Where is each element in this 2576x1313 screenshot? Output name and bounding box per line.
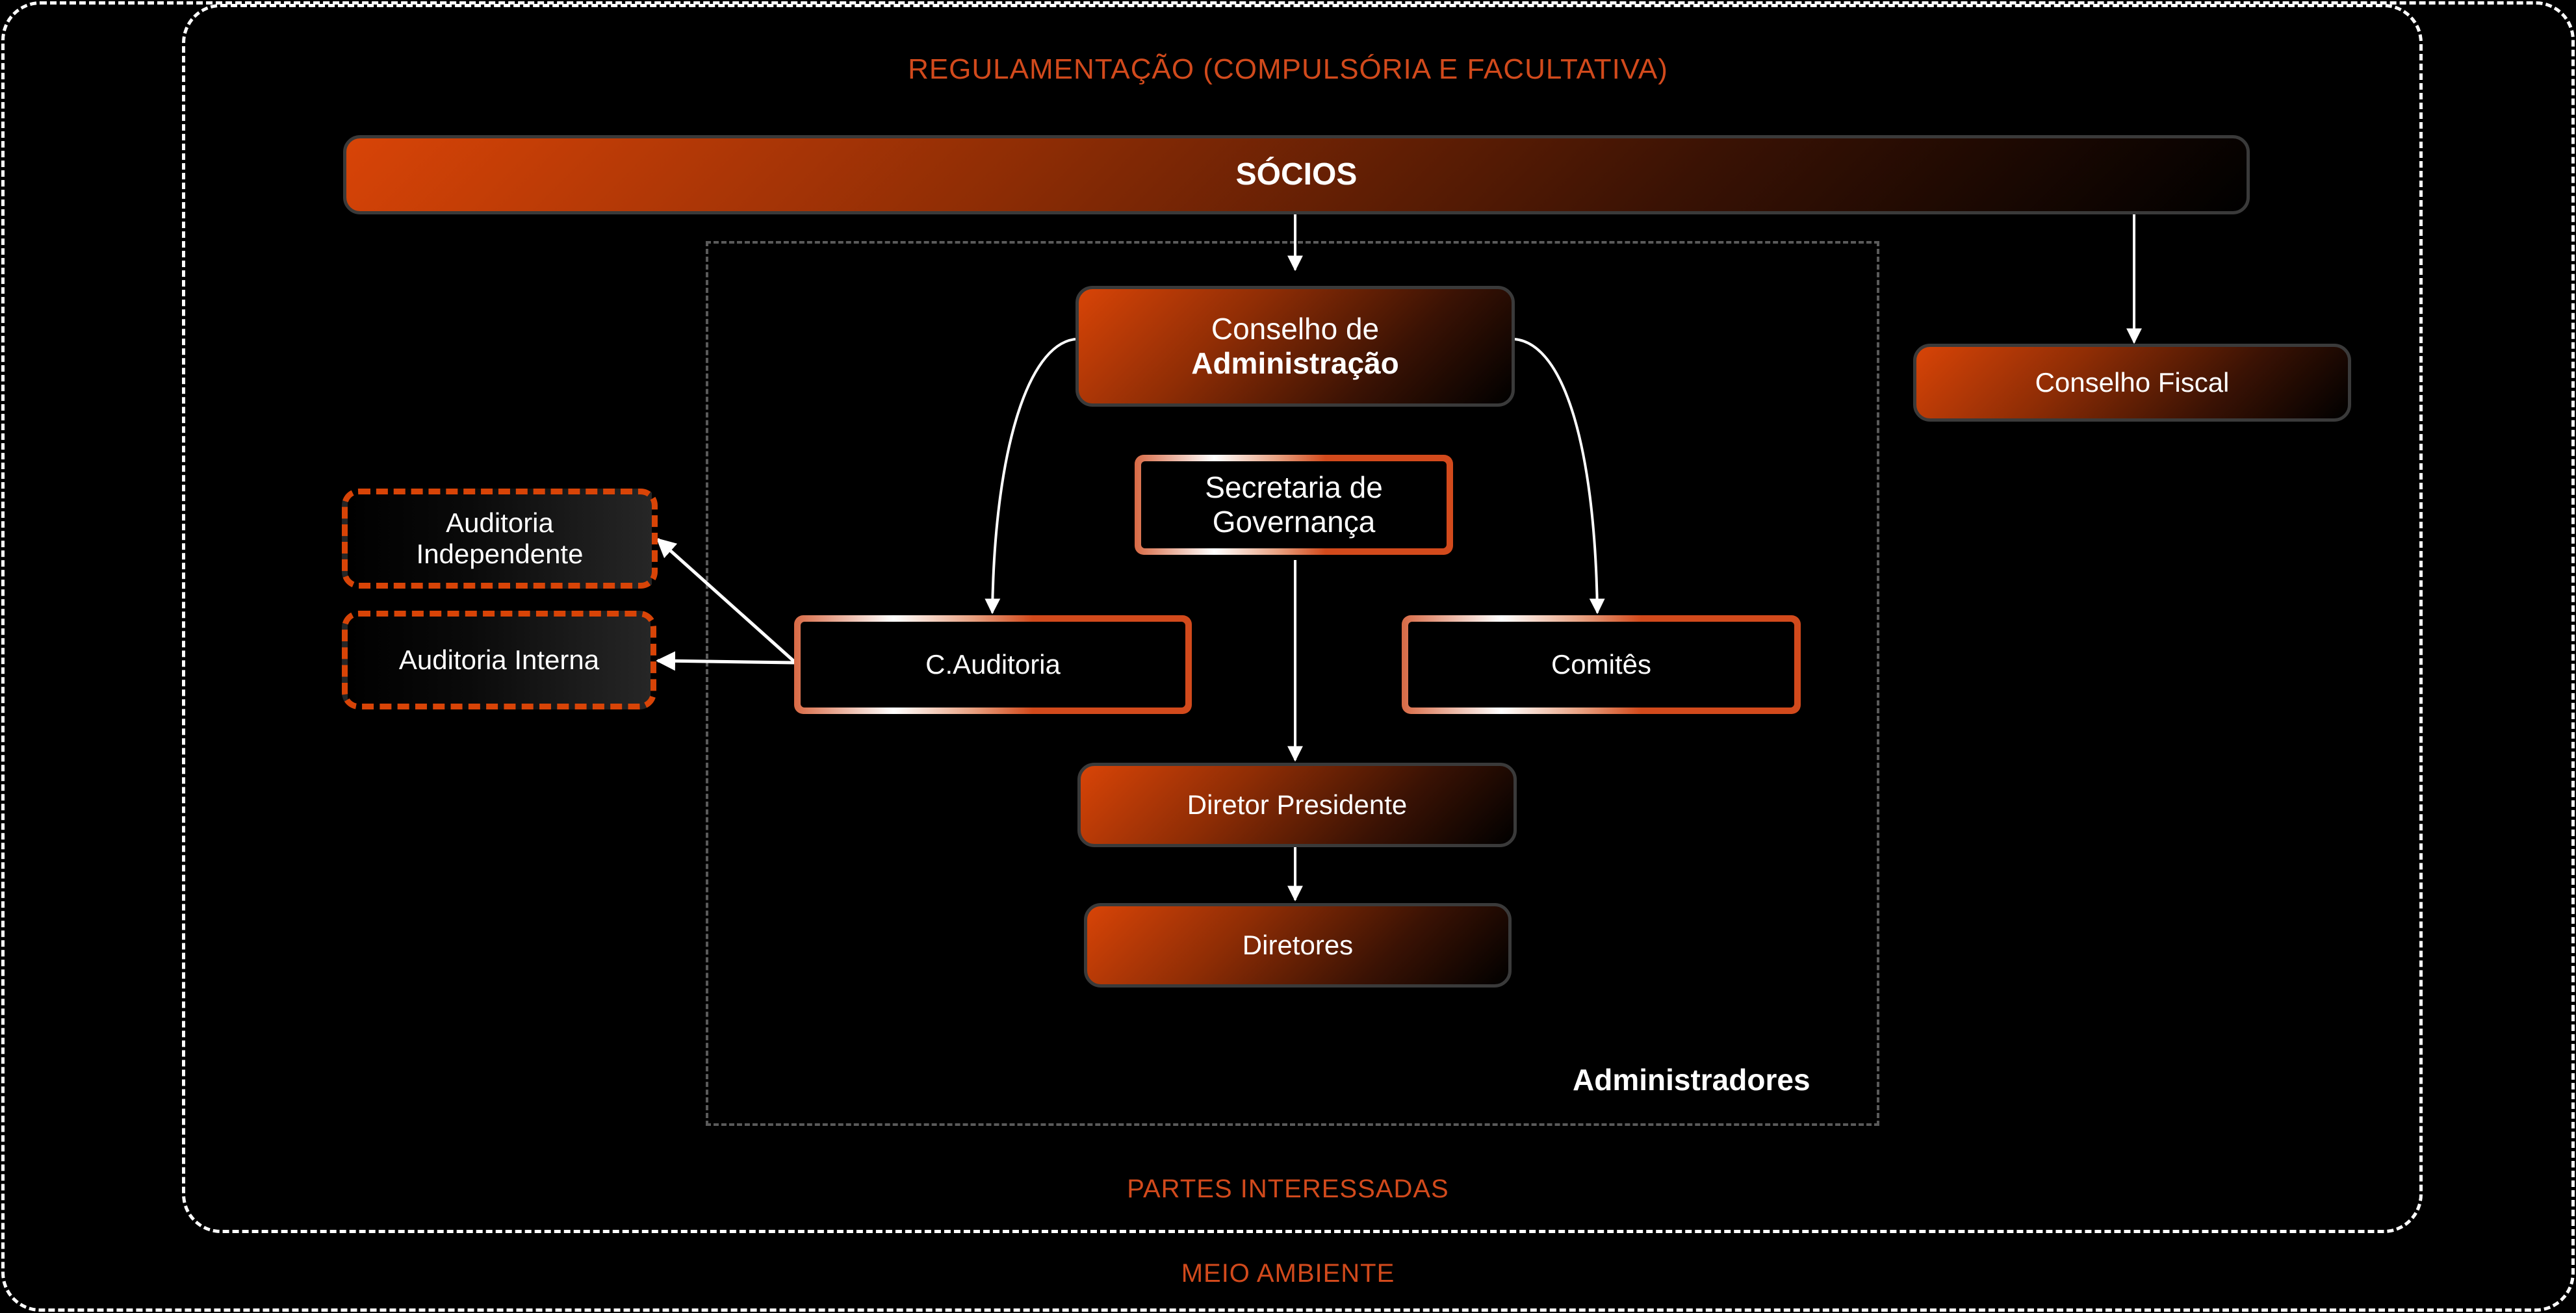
conselho-administracao-node[interactable]: Conselho de Administração bbox=[1075, 286, 1515, 407]
administrators-label: Administradores bbox=[1573, 1063, 1810, 1097]
stakeholders-label: PARTES INTERESSADAS bbox=[1127, 1175, 1449, 1203]
comites-node[interactable]: Comitês bbox=[1402, 615, 1801, 714]
stakeholders-frame bbox=[182, 4, 2423, 1233]
auditoria-interna-label: Auditoria Interna bbox=[398, 644, 600, 675]
diretor-presidente-label: Diretor Presidente bbox=[1187, 789, 1408, 820]
diretor-presidente-node[interactable]: Diretor Presidente bbox=[1077, 763, 1517, 847]
environment-label: MEIO AMBIENTE bbox=[1181, 1259, 1395, 1288]
administrators-frame bbox=[706, 241, 1879, 1126]
c-auditoria-label: C.Auditoria bbox=[925, 648, 1061, 680]
diretores-label: Diretores bbox=[1242, 929, 1354, 960]
conselho-fiscal-label: Conselho Fiscal bbox=[2035, 366, 2230, 398]
secretaria-line2: Governança bbox=[1212, 505, 1376, 539]
auditoria-independente-line1: Auditoria bbox=[446, 507, 554, 538]
secretaria-line1: Secretaria de bbox=[1205, 470, 1383, 505]
conselho-administracao-line2: Administração bbox=[1191, 346, 1399, 380]
auditoria-independente-node[interactable]: Auditoria Independente bbox=[342, 489, 658, 589]
auditoria-interna-node[interactable]: Auditoria Interna bbox=[342, 611, 656, 709]
conselho-administracao-line1: Conselho de bbox=[1211, 312, 1380, 346]
secretaria-governanca-node[interactable]: Secretaria de Governança bbox=[1135, 455, 1453, 555]
regulation-label: REGULAMENTAÇÃO (COMPULSÓRIA E FACULTATIV… bbox=[908, 53, 1668, 85]
auditoria-independente-line2: Independente bbox=[416, 539, 584, 569]
comites-label: Comitês bbox=[1551, 648, 1652, 680]
diretores-node[interactable]: Diretores bbox=[1084, 903, 1512, 988]
c-auditoria-node[interactable]: C.Auditoria bbox=[794, 615, 1192, 714]
socios-label: SÓCIOS bbox=[1235, 157, 1358, 192]
conselho-fiscal-node[interactable]: Conselho Fiscal bbox=[1913, 344, 2351, 422]
socios-node[interactable]: SÓCIOS bbox=[343, 135, 2250, 214]
